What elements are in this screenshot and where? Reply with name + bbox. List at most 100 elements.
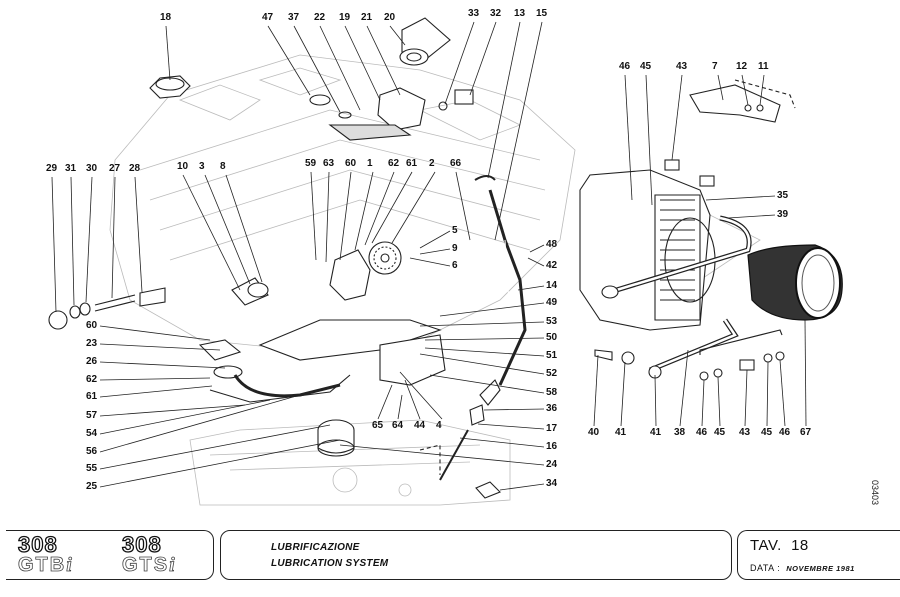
part-callout-54: 54 xyxy=(86,428,98,439)
part-callout-14: 14 xyxy=(546,280,558,291)
leader-lines xyxy=(51,21,807,491)
leader-line-36 xyxy=(483,408,545,411)
leader-line-31 xyxy=(70,176,75,306)
part-callout-6: 6 xyxy=(452,260,458,271)
leader-line-50 xyxy=(424,337,545,341)
leader-line-21 xyxy=(366,25,401,96)
leader-line-62 xyxy=(364,171,395,246)
part-callout-31: 31 xyxy=(65,163,77,174)
part-callout-17: 17 xyxy=(546,423,558,434)
part-callout-47: 47 xyxy=(262,12,274,23)
part-callout-60: 60 xyxy=(345,158,357,169)
part-callout-53: 53 xyxy=(546,316,558,327)
part-callout-59: 59 xyxy=(305,158,317,169)
leader-line-8 xyxy=(225,174,263,283)
leader-line-51 xyxy=(424,347,545,357)
leader-line-16 xyxy=(459,437,545,448)
model-variant: GTBi xyxy=(18,554,108,576)
part-callout-48: 48 xyxy=(546,239,558,250)
part-callout-29: 29 xyxy=(46,163,58,174)
leader-line-55 xyxy=(99,424,331,470)
leader-line-45 xyxy=(645,74,653,206)
model-logo-panel: 308 GTBi 308 GTSi xyxy=(6,530,214,580)
part-callout-7: 7 xyxy=(712,61,718,72)
leader-line-20 xyxy=(389,25,406,46)
leader-line-15 xyxy=(494,21,543,241)
leader-line-47 xyxy=(267,25,311,96)
leader-line-12 xyxy=(741,74,749,106)
variant-suffix: i xyxy=(169,554,177,576)
part-callout-34: 34 xyxy=(546,478,558,489)
leader-line-2 xyxy=(391,171,436,244)
leader-line-43 xyxy=(744,369,748,427)
title-english: LUBRICATION SYSTEM xyxy=(271,558,389,569)
leader-line-66 xyxy=(455,171,471,241)
leader-line-46 xyxy=(624,74,633,201)
part-callout-21: 21 xyxy=(361,12,373,23)
part-callout-33: 33 xyxy=(468,8,480,19)
part-callout-28: 28 xyxy=(129,163,141,174)
leader-line-11 xyxy=(759,74,765,106)
leader-line-44 xyxy=(404,379,421,420)
leader-line-17 xyxy=(477,423,545,430)
part-callout-22: 22 xyxy=(314,12,326,23)
part-callout-44: 44 xyxy=(414,420,426,431)
leader-line-1 xyxy=(354,171,374,251)
part-callout-13: 13 xyxy=(514,8,526,19)
leader-line-40 xyxy=(593,354,599,427)
part-callout-16: 16 xyxy=(546,441,558,452)
plate-number: TAV. 18 xyxy=(750,537,809,554)
part-callout-9: 9 xyxy=(452,243,458,254)
title-panel: LUBRIFICAZIONE LUBRICATION SYSTEM xyxy=(220,530,732,580)
part-callout-62: 62 xyxy=(388,158,400,169)
part-callout-24: 24 xyxy=(546,459,558,470)
leader-line-41 xyxy=(654,374,657,427)
part-callout-36: 36 xyxy=(546,403,558,414)
part-callout-50: 50 xyxy=(546,332,558,343)
leader-line-19 xyxy=(344,25,381,101)
leader-line-57 xyxy=(99,404,246,417)
leader-line-58 xyxy=(429,374,545,394)
part-callout-19: 19 xyxy=(339,12,351,23)
part-callout-63: 63 xyxy=(323,158,335,169)
part-callout-35: 35 xyxy=(777,190,789,201)
leader-line-62 xyxy=(99,377,211,381)
part-callout-10: 10 xyxy=(177,161,189,172)
leader-line-46 xyxy=(701,379,705,427)
part-callout-56: 56 xyxy=(86,446,98,457)
part-callout-39: 39 xyxy=(777,209,789,220)
part-callout-18: 18 xyxy=(160,12,172,23)
leader-line-27 xyxy=(111,176,116,299)
variant-suffix: i xyxy=(66,554,74,576)
model-logo-gtbi: 308 GTBi xyxy=(17,533,108,579)
part-callout-45: 45 xyxy=(640,61,652,72)
part-callout-43: 43 xyxy=(739,427,751,438)
leader-line-61 xyxy=(371,171,413,244)
part-callout-57: 57 xyxy=(86,410,98,421)
leader-line-33 xyxy=(444,21,475,105)
part-callout-2: 2 xyxy=(429,158,435,169)
part-callout-41: 41 xyxy=(650,427,662,438)
model-number: 308 xyxy=(121,532,162,557)
part-callout-12: 12 xyxy=(736,61,748,72)
leader-line-30 xyxy=(85,176,93,303)
part-callout-67: 67 xyxy=(800,427,812,438)
model-variant: GTSi xyxy=(122,554,212,576)
leader-line-3 xyxy=(204,174,251,285)
leader-line-22 xyxy=(319,25,361,111)
leader-line-52 xyxy=(419,353,545,375)
leader-line-41 xyxy=(620,361,626,427)
leader-line-56 xyxy=(99,394,301,453)
part-callout-40: 40 xyxy=(588,427,600,438)
part-callout-61: 61 xyxy=(86,391,98,402)
part-callout-4: 4 xyxy=(436,420,442,431)
part-callout-15: 15 xyxy=(536,8,548,19)
part-callout-58: 58 xyxy=(546,387,558,398)
part-callout-27: 27 xyxy=(109,163,121,174)
leader-line-65 xyxy=(377,384,393,420)
part-callout-60: 60 xyxy=(86,320,98,331)
date-label: DATA xyxy=(750,563,775,573)
part-callout-5: 5 xyxy=(452,225,458,236)
part-callout-55: 55 xyxy=(86,463,98,474)
